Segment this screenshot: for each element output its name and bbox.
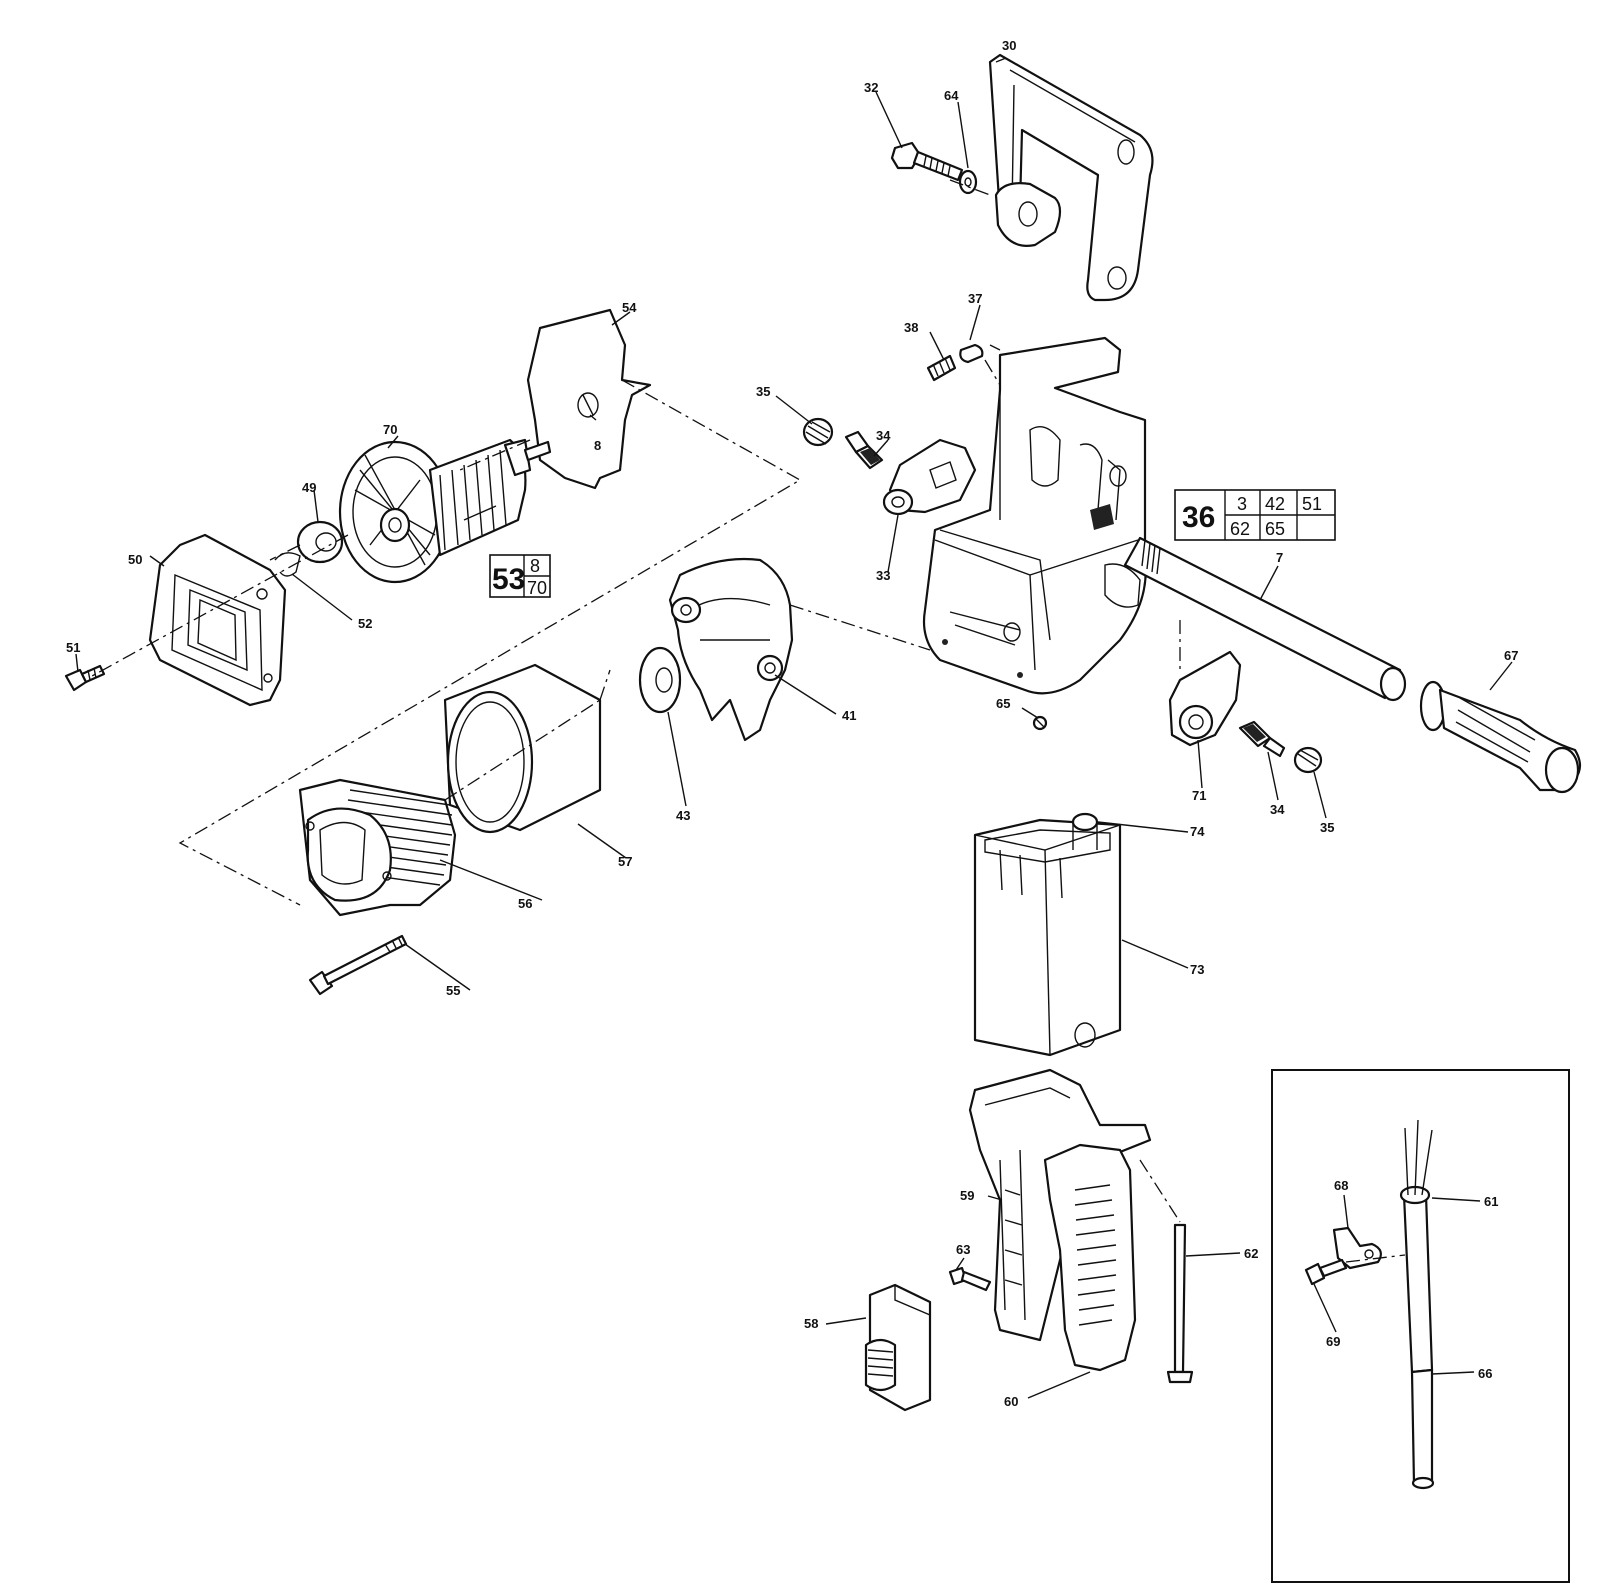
callout-63: 63: [956, 1242, 970, 1257]
callout-50: 50: [128, 552, 142, 567]
part-43-bearing: [638, 646, 682, 714]
callout-41: 41: [842, 708, 856, 723]
part-61-cord-protector: [1399, 1119, 1434, 1374]
callout-34-lower: 34: [1270, 802, 1285, 817]
callout-35-upper: 35: [756, 384, 770, 399]
callout-64: 64: [944, 88, 959, 103]
callout-62: 62: [1244, 1246, 1258, 1261]
part-34-carbon-brush-upper: [844, 430, 884, 470]
callout-74: 74: [1190, 824, 1205, 839]
part-66-power-cord: [1410, 1368, 1435, 1490]
assembly-36-r1c: 51: [1302, 494, 1322, 514]
callout-65: 65: [996, 696, 1010, 711]
callout-71: 71: [1192, 788, 1206, 803]
callout-55: 55: [446, 983, 460, 998]
callout-67: 67: [1504, 648, 1518, 663]
assembly-36-box: 36 3 42 51 62 65: [1174, 489, 1336, 541]
part-7-handle-tube: [1123, 536, 1407, 702]
assembly-36-r2b: 65: [1265, 519, 1285, 539]
part-30-d-handle: [988, 53, 1154, 302]
callout-30: 30: [1002, 38, 1016, 53]
part-67-handle-grip: [1419, 680, 1582, 794]
part-73-switch-box: [973, 818, 1122, 1057]
assembly-36-r2a: 62: [1230, 519, 1250, 539]
callout-51: 51: [66, 640, 80, 655]
assembly-36-r1a: 3: [1237, 494, 1247, 514]
callout-8: 8: [594, 438, 601, 453]
callout-57: 57: [618, 854, 632, 869]
assembly-36-main: 36: [1182, 501, 1215, 534]
part-37-pin: [959, 343, 984, 364]
part-64-washer: [958, 169, 978, 195]
part-55-field-screw: [308, 934, 408, 996]
callout-37: 37: [968, 291, 982, 306]
part-36-motor-housing: [922, 336, 1147, 695]
callout-49: 49: [302, 480, 316, 495]
assembly-53-main: 53: [492, 563, 525, 596]
part-33-brush-holder: [882, 438, 977, 516]
part-54-baffle: [526, 308, 652, 490]
part-32-bolt: [890, 141, 964, 182]
assembly-53-bottom: 70: [527, 578, 547, 598]
callout-66: 66: [1478, 1366, 1492, 1381]
part-51-screw: [64, 664, 106, 692]
callout-7: 7: [1276, 550, 1283, 565]
callout-60: 60: [1004, 1394, 1018, 1409]
part-70-armature: [338, 438, 552, 584]
callout-68: 68: [1334, 1178, 1348, 1193]
callout-56: 56: [518, 896, 532, 911]
part-52-clip: [274, 552, 301, 577]
callout-32: 32: [864, 80, 878, 95]
part-68-cord-clamp: [1332, 1226, 1382, 1270]
part-57-field-sleeve: [443, 663, 602, 834]
part-50-end-cap: [148, 533, 287, 707]
callout-labels: 30 32 64 37 38 35 34 33 54 8 70 49 50 52…: [66, 38, 1518, 1409]
assembly-centerlines: [91, 179, 1406, 1263]
part-34-carbon-brush-lower: [1238, 720, 1286, 758]
part-60-handle-grip: [1043, 1143, 1137, 1372]
callout-34-upper: 34: [876, 428, 891, 443]
part-58-switch: [864, 1283, 932, 1412]
callout-73: 73: [1190, 962, 1204, 977]
callout-69: 69: [1326, 1334, 1340, 1349]
assembly-36-r1b: 42: [1265, 494, 1285, 514]
part-35-brush-cap-lower: [1293, 746, 1323, 774]
part-71-brush-holder-lower: [1168, 650, 1242, 747]
part-69-clamp-screw: [1304, 1258, 1348, 1286]
assembly-53-box: 53 8 70: [489, 554, 551, 598]
part-62-handle-screw: [1166, 1223, 1194, 1384]
callout-43: 43: [676, 808, 690, 823]
callout-35-lower: 35: [1320, 820, 1334, 835]
callout-38: 38: [904, 320, 918, 335]
leader-lines: [75, 57, 1513, 1399]
callout-54: 54: [622, 300, 637, 315]
callout-52: 52: [358, 616, 372, 631]
part-41-brush-ring: [668, 557, 794, 742]
callout-70: 70: [383, 422, 397, 437]
part-63-screw: [948, 1266, 992, 1292]
part-74-switch-post: [1071, 812, 1099, 850]
callout-58: 58: [804, 1316, 818, 1331]
part-38-spring: [926, 354, 957, 382]
callout-61: 61: [1484, 1194, 1498, 1209]
assembly-53-top: 8: [530, 556, 540, 576]
callout-33: 33: [876, 568, 890, 583]
part-35-brush-cap-upper: [802, 417, 834, 447]
part-65-screw: [1032, 715, 1048, 731]
part-49-bearing: [296, 520, 344, 564]
part-56-field-coil: [298, 778, 457, 917]
callout-59: 59: [960, 1188, 974, 1203]
